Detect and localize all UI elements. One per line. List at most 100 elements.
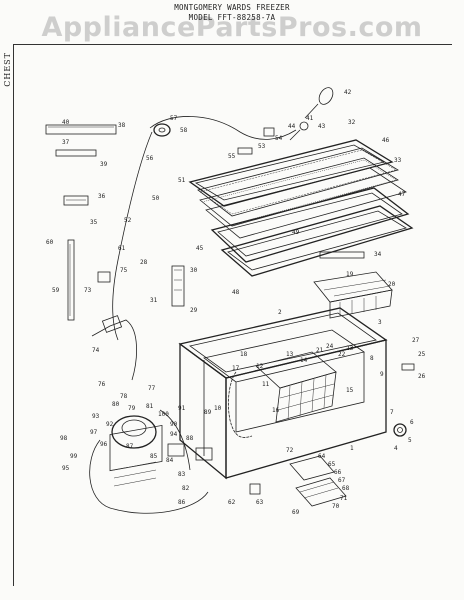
lid-gasket bbox=[197, 147, 399, 227]
label-25: 25 bbox=[418, 351, 426, 358]
label-98: 98 bbox=[60, 435, 68, 442]
label-60: 60 bbox=[46, 239, 54, 246]
label-90: 90 bbox=[170, 421, 178, 428]
label-94: 94 bbox=[170, 431, 178, 438]
label-50: 50 bbox=[152, 195, 160, 202]
label-93: 93 bbox=[92, 413, 100, 420]
compressor-87 bbox=[111, 415, 157, 449]
label-8: 8 bbox=[370, 355, 374, 362]
label-58: 58 bbox=[180, 127, 188, 134]
label-5: 5 bbox=[408, 437, 412, 444]
label-16: 16 bbox=[272, 407, 280, 414]
label-55: 55 bbox=[228, 153, 236, 160]
label-49: 49 bbox=[292, 229, 300, 236]
label-31: 31 bbox=[150, 297, 158, 304]
trim-strip-39 bbox=[55, 149, 97, 157]
label-85: 85 bbox=[150, 453, 158, 460]
label-66: 66 bbox=[334, 469, 342, 476]
grille-64 bbox=[289, 455, 347, 507]
label-89: 89 bbox=[204, 409, 212, 416]
label-40: 40 bbox=[62, 119, 70, 126]
label-14: 14 bbox=[300, 357, 308, 364]
cabinet-liner bbox=[203, 329, 365, 433]
label-75: 75 bbox=[120, 267, 128, 274]
label-51: 51 bbox=[178, 177, 186, 184]
label-39: 39 bbox=[100, 161, 108, 168]
label-48: 48 bbox=[232, 289, 240, 296]
diagram-frame bbox=[13, 44, 452, 586]
label-81: 81 bbox=[146, 403, 154, 410]
label-64: 64 bbox=[318, 453, 326, 460]
label-7: 7 bbox=[390, 409, 394, 416]
label-43: 43 bbox=[318, 123, 326, 130]
label-34: 34 bbox=[374, 251, 382, 258]
label-91: 91 bbox=[178, 405, 186, 412]
label-67: 67 bbox=[338, 477, 346, 484]
label-18: 18 bbox=[240, 351, 248, 358]
lamp-assembly-42 bbox=[304, 87, 334, 119]
trim-strip-38 bbox=[45, 124, 117, 135]
condenser-95 bbox=[109, 424, 163, 487]
relay-85 bbox=[167, 443, 213, 461]
label-32: 32 bbox=[348, 119, 356, 126]
label-80: 80 bbox=[112, 401, 120, 408]
label-65: 65 bbox=[328, 461, 336, 468]
label-3: 3 bbox=[378, 319, 382, 326]
label-77: 77 bbox=[148, 385, 156, 392]
label-21: 21 bbox=[316, 347, 324, 354]
label-35: 35 bbox=[90, 219, 98, 226]
label-56: 56 bbox=[146, 155, 154, 162]
label-83: 83 bbox=[178, 471, 186, 478]
label-41: 41 bbox=[306, 115, 314, 122]
header-model: MODEL FFT-88258-7A bbox=[188, 13, 276, 22]
wire-basket-19 bbox=[313, 271, 393, 319]
label-86: 86 bbox=[178, 499, 186, 506]
latch-26 bbox=[401, 363, 415, 371]
cord-plug-74 bbox=[91, 315, 137, 381]
label-44: 44 bbox=[288, 123, 296, 130]
label-84: 84 bbox=[166, 457, 174, 464]
drain-plug-5 bbox=[393, 423, 407, 437]
header-title: MONTGOMERY WARDS FREEZER bbox=[174, 3, 290, 12]
label-87: 87 bbox=[126, 443, 134, 450]
cord-harness-top bbox=[112, 116, 297, 341]
drain-tube-73 bbox=[97, 271, 111, 283]
label-68: 68 bbox=[342, 485, 350, 492]
divider-18 bbox=[319, 251, 365, 259]
label-97: 97 bbox=[90, 429, 98, 436]
label-76: 76 bbox=[98, 381, 106, 388]
switch-41 bbox=[289, 121, 309, 141]
label-4: 4 bbox=[394, 445, 398, 452]
part-labels: 40 38 39 37 36 35 57 58 56 55 53 54 44 4… bbox=[46, 89, 426, 516]
label-37: 37 bbox=[62, 139, 70, 146]
label-92: 92 bbox=[106, 421, 114, 428]
plug-53 bbox=[237, 127, 275, 155]
label-27: 27 bbox=[412, 337, 420, 344]
label-79: 79 bbox=[128, 405, 136, 412]
label-74: 74 bbox=[92, 347, 100, 354]
label-78: 78 bbox=[120, 393, 128, 400]
label-15: 15 bbox=[346, 387, 354, 394]
hinge-36 bbox=[63, 195, 89, 206]
label-54: 54 bbox=[275, 135, 283, 142]
label-72: 72 bbox=[286, 447, 294, 454]
label-30: 30 bbox=[190, 267, 198, 274]
label-61: 61 bbox=[118, 245, 126, 252]
label-95: 95 bbox=[62, 465, 70, 472]
label-1: 1 bbox=[350, 445, 354, 452]
label-100: 100 bbox=[158, 411, 169, 418]
label-6: 6 bbox=[410, 419, 414, 426]
label-12: 12 bbox=[256, 363, 264, 370]
label-2: 2 bbox=[278, 309, 282, 316]
inner-basket-11 bbox=[255, 351, 337, 423]
label-11: 11 bbox=[262, 381, 270, 388]
hinge-30 bbox=[171, 265, 185, 307]
label-42: 42 bbox=[344, 89, 352, 96]
label-73: 73 bbox=[84, 287, 92, 294]
cabinet-gasket-17 bbox=[228, 371, 253, 438]
label-36: 36 bbox=[98, 193, 106, 200]
lid-outer-panel bbox=[188, 139, 394, 207]
label-62: 62 bbox=[228, 499, 236, 506]
